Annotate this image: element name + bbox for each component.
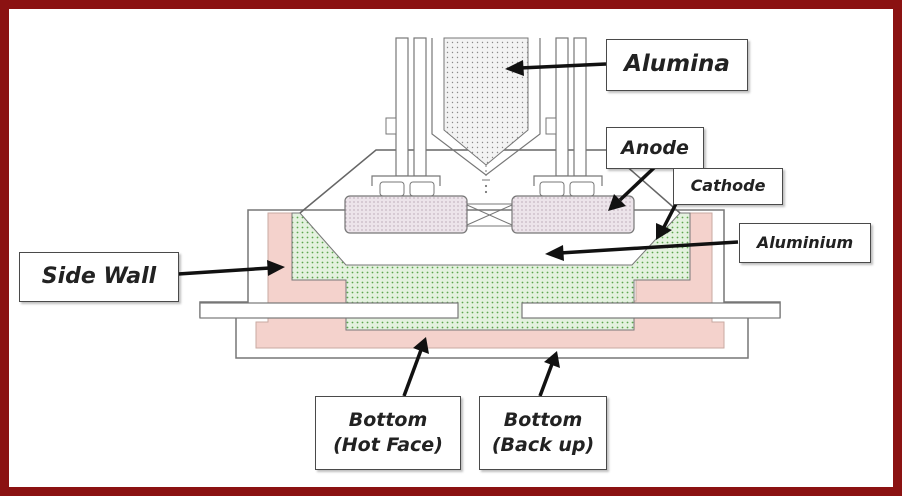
aluminium-arrow: [545, 240, 739, 261]
anode-label-text: Anode: [621, 136, 689, 159]
bottom-back-up-line2: (Back up): [491, 434, 595, 456]
bottom-back-up-line1: Bottom: [503, 409, 583, 432]
anode-block-right: [511, 195, 635, 234]
collector-bar-right: [521, 302, 781, 319]
bottom-hot-face-arrow: [402, 337, 429, 397]
bottom-hot-face-line1: Bottom: [348, 409, 428, 432]
side-wall-arrow: [177, 260, 285, 276]
side-wall-label: Side Wall: [19, 252, 179, 302]
aluminium-label: Aluminium: [739, 223, 871, 263]
reduction-cell-diagram: [177, 37, 781, 397]
side-wall-label-text: Side Wall: [41, 263, 157, 289]
alumina-arrow: [505, 60, 607, 76]
cathode-label: Cathode: [673, 168, 783, 205]
cathode-label-text: Cathode: [690, 176, 766, 196]
anode-arrow: [608, 164, 658, 211]
anode-rod-left: [395, 37, 409, 177]
aluminium-label-text: Aluminium: [756, 232, 854, 252]
anode-block-left: [344, 195, 468, 234]
bottom-hot-face-label: Bottom (Hot Face): [315, 396, 461, 470]
bottom-back-up-arrow: [538, 351, 560, 397]
collector-bar-left: [199, 302, 459, 319]
alumina-label-text: Alumina: [624, 51, 730, 78]
bottom-hot-face-line2: (Hot Face): [333, 434, 443, 456]
alumina-label: Alumina: [606, 39, 748, 91]
bottom-back-up-label: Bottom (Back up): [479, 396, 607, 470]
alumina-hopper: [443, 37, 529, 166]
anode-rod-right: [555, 37, 569, 177]
anode-label: Anode: [606, 127, 704, 169]
